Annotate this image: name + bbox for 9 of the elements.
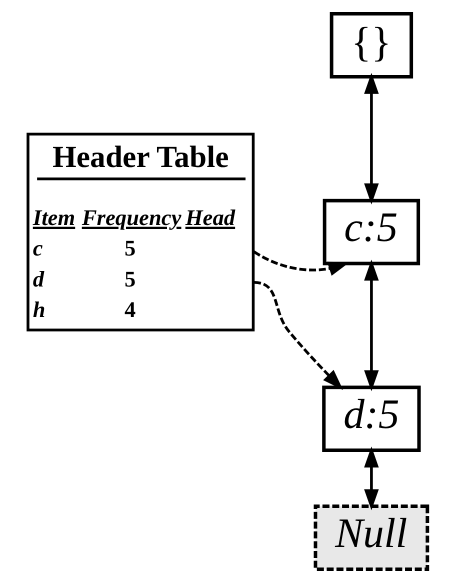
node-box: Header Table Item Frequency Head c 5 d 5 h 4 — [26, 132, 255, 332]
arrow — [364, 446, 379, 510]
arrow — [254, 281, 344, 390]
arrow — [364, 72, 379, 204]
node-box: c:5 — [322, 198, 420, 266]
node-box: Null — [314, 504, 430, 571]
arrow — [364, 260, 379, 392]
node-box: d:5 — [322, 386, 421, 452]
node-box: {} — [330, 12, 414, 78]
